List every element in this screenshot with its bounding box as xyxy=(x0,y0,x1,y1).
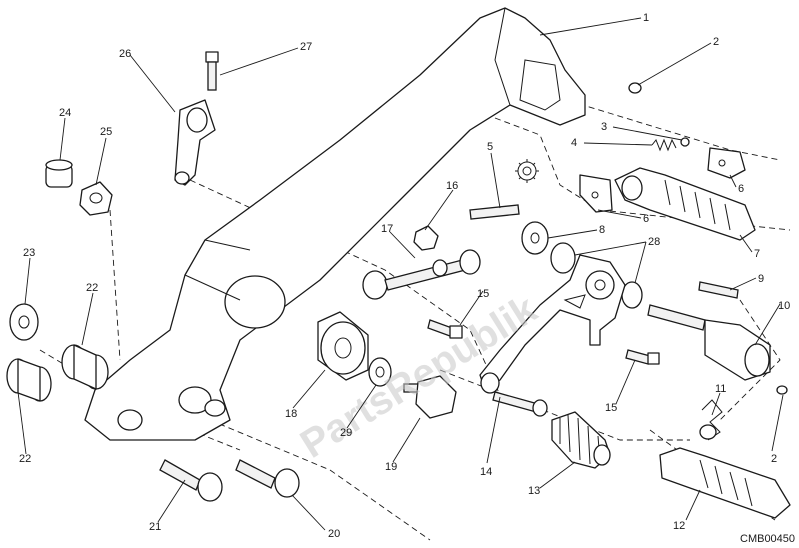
callout-26: 26 xyxy=(119,48,131,60)
callout-15-left: 15 xyxy=(477,288,489,300)
callout-5: 5 xyxy=(487,141,493,153)
callout-20: 20 xyxy=(328,528,340,540)
callout-22-upper: 22 xyxy=(86,282,98,294)
circlip-2-upper xyxy=(628,82,642,94)
shift-pin-14 xyxy=(492,391,548,417)
bolt-15-lower xyxy=(625,349,660,365)
callout-13: 13 xyxy=(528,485,540,497)
plate-6-right xyxy=(707,147,746,179)
nut-25 xyxy=(79,181,113,216)
callout-3: 3 xyxy=(601,121,607,133)
callout-12: 12 xyxy=(673,520,685,532)
bolt-21 xyxy=(159,459,223,502)
bushing-24 xyxy=(45,159,73,188)
callout-6-right: 6 xyxy=(738,183,744,195)
service-gear-icon xyxy=(515,159,539,183)
nut-19 xyxy=(403,375,457,419)
callout-10: 10 xyxy=(778,300,790,312)
footrest-bracket xyxy=(84,7,586,441)
nut-16 xyxy=(413,225,439,251)
callout-24: 24 xyxy=(59,107,71,119)
shift-lever-14 xyxy=(479,254,626,394)
watermark: PartsRepublik xyxy=(293,287,545,467)
spring-4 xyxy=(651,138,677,152)
callout-7: 7 xyxy=(754,248,760,260)
callout-16: 16 xyxy=(446,180,458,192)
callout-1: 1 xyxy=(643,12,649,24)
plate-6-left xyxy=(579,174,613,213)
callout-4: 4 xyxy=(571,137,577,149)
washer-29 xyxy=(368,357,392,387)
washer-8 xyxy=(521,221,549,255)
callout-28: 28 xyxy=(648,236,660,248)
callout-8: 8 xyxy=(599,224,605,236)
pin-5 xyxy=(469,204,520,220)
footpeg-12 xyxy=(659,447,791,519)
callout-17: 17 xyxy=(381,223,393,235)
linkage-rod-17 xyxy=(362,249,481,300)
bolt-27 xyxy=(205,51,219,91)
callout-19: 19 xyxy=(385,461,397,473)
callout-21: 21 xyxy=(149,521,161,533)
callout-2-lower: 2 xyxy=(771,453,777,465)
circlip-2-lower xyxy=(776,385,788,395)
callout-14: 14 xyxy=(480,466,492,478)
callout-25: 25 xyxy=(100,126,112,138)
diagram-reference-code: CMB00450 xyxy=(740,533,795,545)
spacer-18 xyxy=(317,311,369,381)
o-ring-28-left xyxy=(550,242,576,274)
callout-6-left: 6 xyxy=(643,213,649,225)
lever-arm xyxy=(174,99,216,186)
callout-27: 27 xyxy=(300,41,312,53)
shift-rubber-13 xyxy=(551,411,611,469)
pin-9 xyxy=(698,281,739,299)
leader-lines xyxy=(17,17,784,531)
bushing-22-lower xyxy=(6,358,52,402)
callout-18: 18 xyxy=(285,408,297,420)
washer-23 xyxy=(9,303,39,341)
ball-3 xyxy=(680,137,690,147)
bolt-15-upper xyxy=(427,319,463,339)
bolt-20 xyxy=(235,459,300,498)
bushing-22-upper xyxy=(61,344,109,390)
callout-15-right: 15 xyxy=(605,402,617,414)
footpeg-7 xyxy=(614,167,756,241)
callout-22-lower: 22 xyxy=(19,453,31,465)
spring-11 xyxy=(699,399,723,441)
callout-numbers: 1 2 3 4 5 6 6 7 8 9 10 11 12 13 14 15 15… xyxy=(19,12,790,540)
callout-2-upper: 2 xyxy=(713,36,719,48)
callout-11: 11 xyxy=(715,383,726,395)
pivot-10 xyxy=(647,304,771,381)
callout-23: 23 xyxy=(23,247,35,259)
callout-29: 29 xyxy=(340,427,352,439)
callout-9: 9 xyxy=(758,273,764,285)
